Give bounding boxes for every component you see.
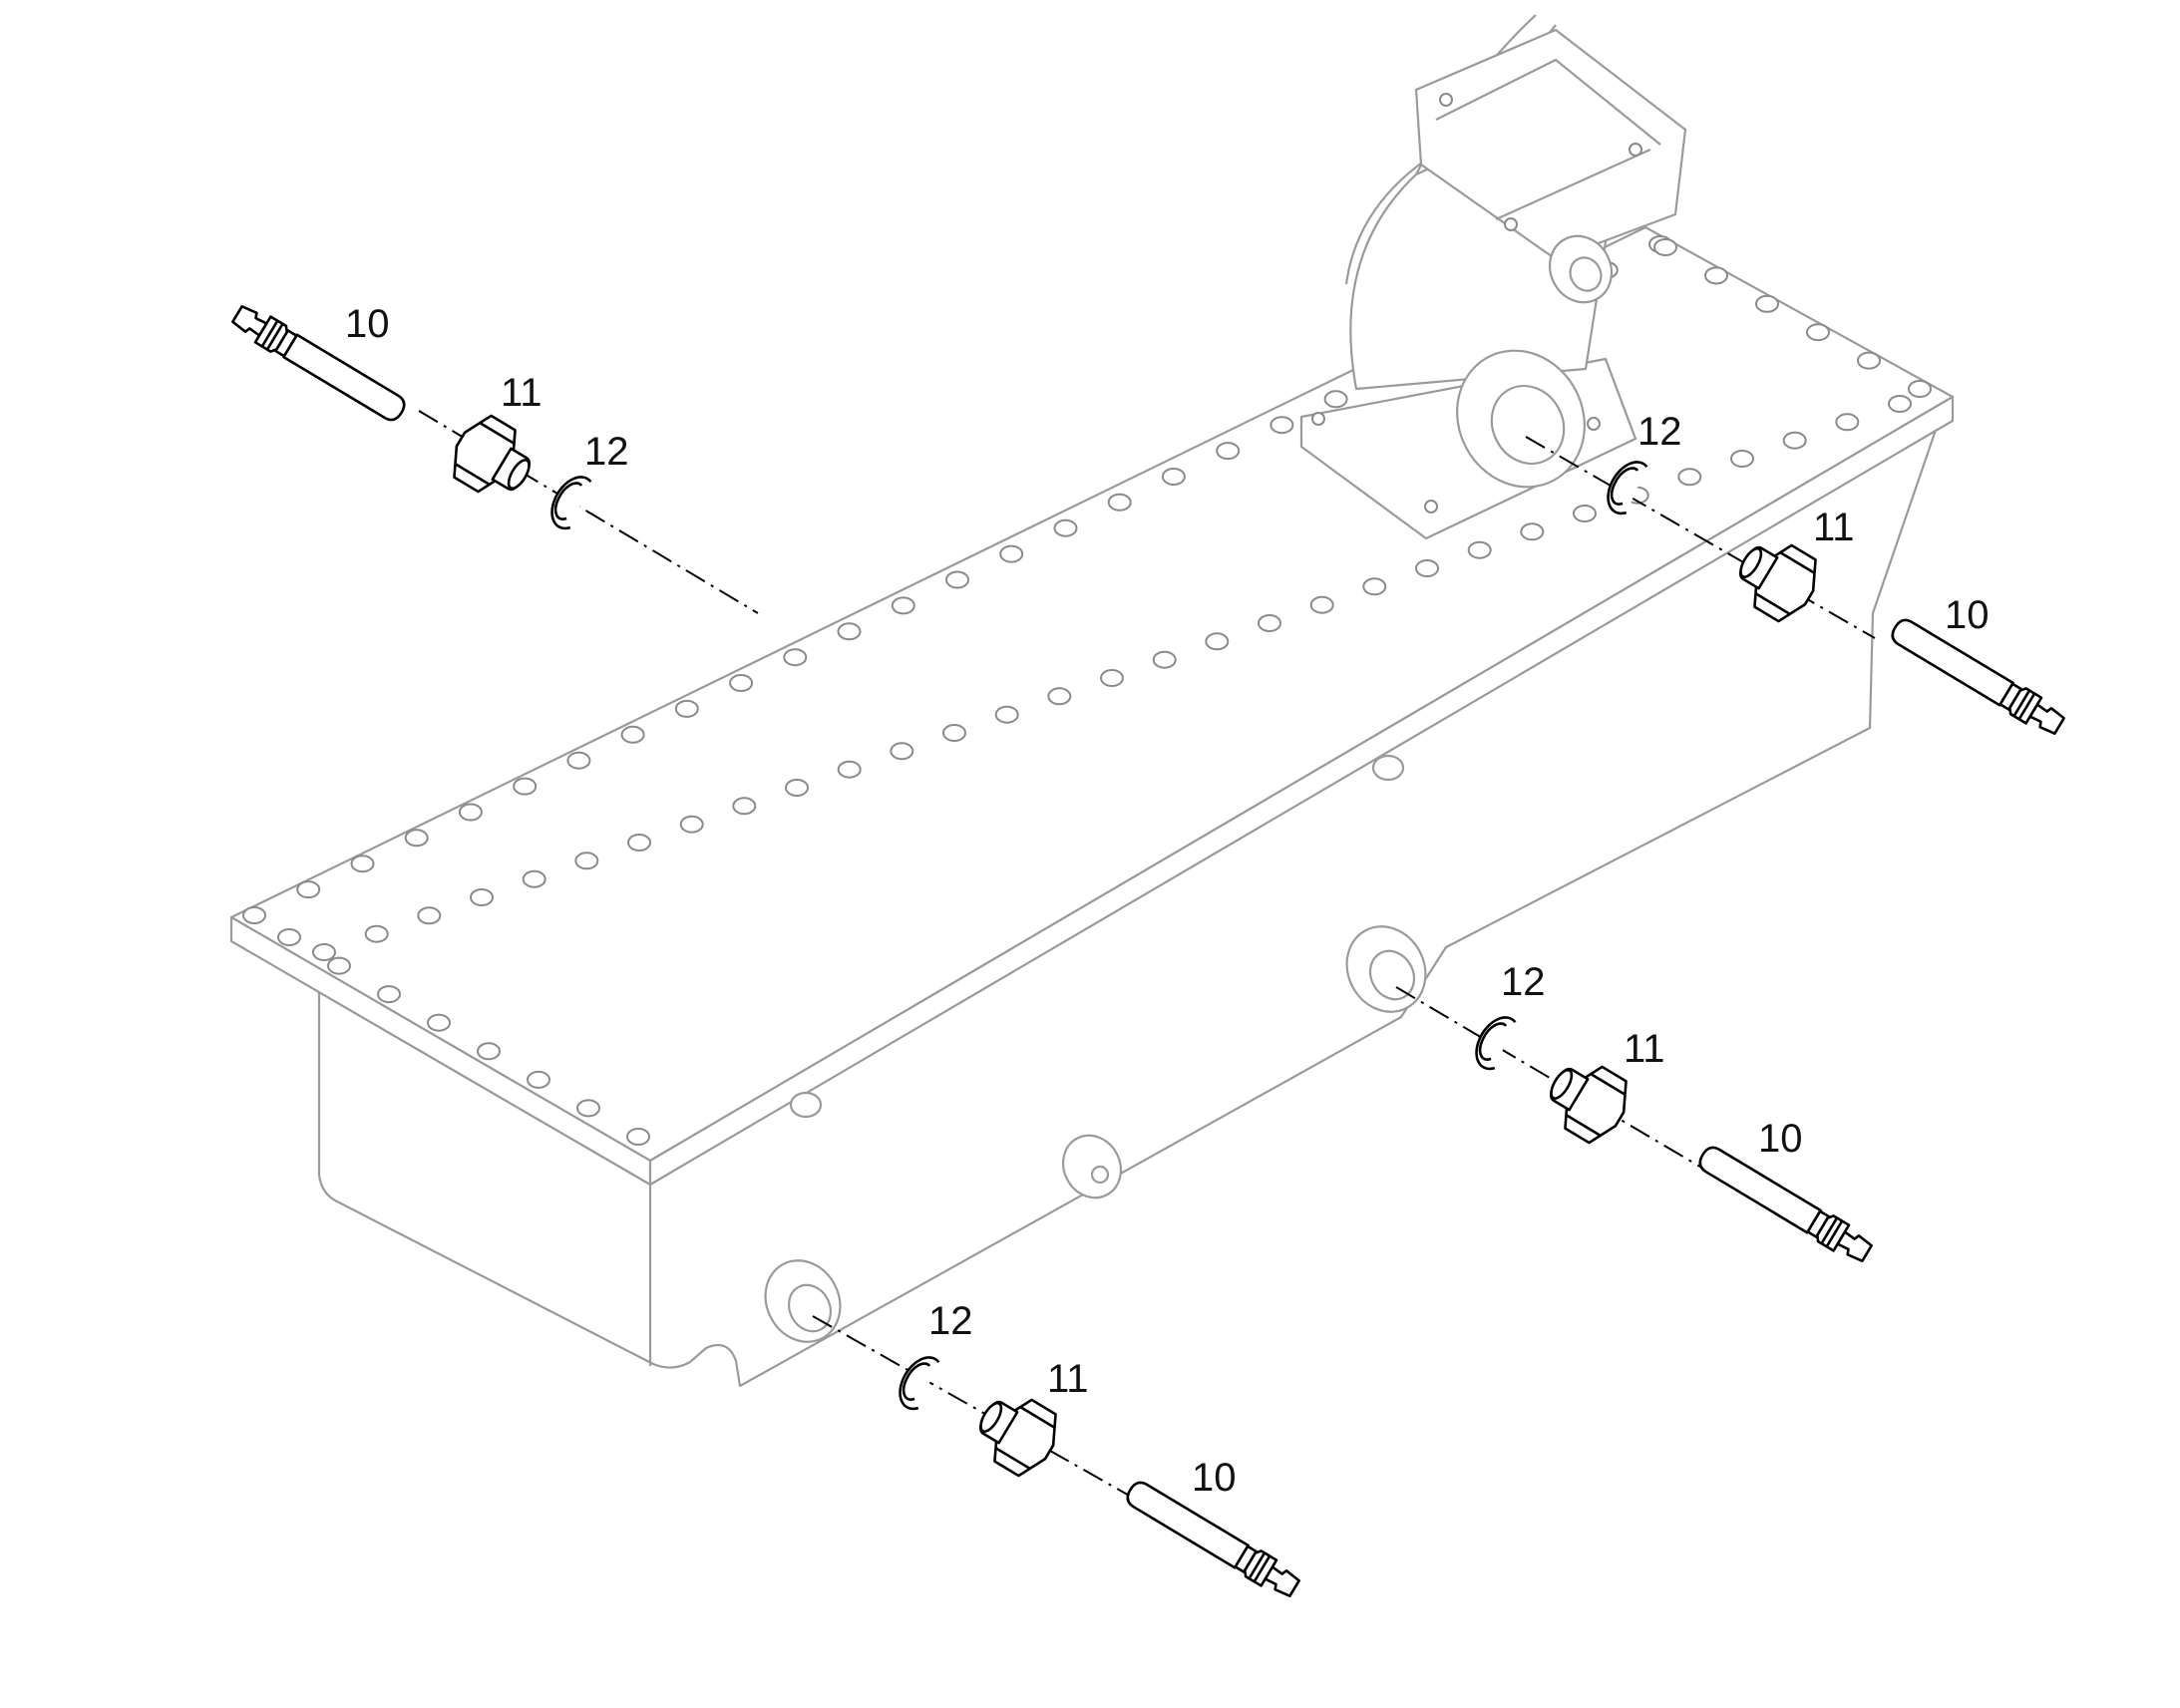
label-12-middle-right: 12 — [1501, 960, 1546, 1004]
bolt-hole — [891, 596, 915, 615]
adapter-top-left — [441, 407, 545, 511]
bolt-hole — [404, 829, 429, 848]
bolt-hole — [522, 869, 546, 888]
bolt-hole — [732, 797, 757, 816]
exhaust-elbow — [1299, 14, 1687, 540]
bolt-hole — [1205, 632, 1230, 651]
label-10-top-right: 10 — [1945, 593, 1990, 637]
bolt-hole — [679, 815, 704, 834]
bolt-hole — [377, 985, 401, 1004]
bolt-hole — [1908, 380, 1932, 398]
bolt-hole — [942, 724, 966, 742]
bolt-hole — [350, 854, 375, 873]
label-10-top-left: 10 — [345, 302, 390, 346]
bolt-hole — [620, 725, 645, 744]
bolt-hole — [890, 742, 914, 761]
bolt-hole — [783, 648, 808, 667]
bolt-hole — [527, 1070, 550, 1089]
callout-labels: 10 11 12 12 11 10 12 11 10 12 11 10 — [345, 302, 1990, 1500]
label-11-top-left: 11 — [501, 371, 543, 415]
part-group-top-left — [227, 299, 598, 533]
housing-ports — [764, 754, 1427, 1343]
bolt-hole — [458, 803, 483, 822]
axis-top-right — [1525, 436, 1876, 639]
bolt-hole — [1107, 493, 1132, 512]
label-10-bottom: 10 — [1192, 1456, 1237, 1500]
bolt-hole — [837, 760, 862, 779]
bolt-hole — [674, 699, 699, 718]
bolt-hole — [427, 1013, 451, 1032]
bolt-hole — [1782, 431, 1807, 450]
axis-top-left — [418, 410, 759, 614]
bolt-hole — [364, 924, 389, 943]
bolt-hole — [1888, 395, 1912, 413]
seal-ring-top-left — [542, 468, 598, 533]
bolt-hole — [1270, 416, 1294, 435]
seal-ring-bottom — [890, 1348, 946, 1414]
port-middle — [1345, 925, 1427, 1013]
bolt-hole — [1100, 669, 1124, 687]
bolt-hole — [994, 705, 1019, 724]
bolt-hole — [1573, 505, 1597, 522]
axis-bottom — [812, 1315, 1148, 1507]
bolt-hole — [296, 880, 321, 899]
part-group-bottom — [890, 1348, 1304, 1603]
bolt-hole — [1309, 595, 1334, 614]
bolt-hole — [785, 779, 809, 797]
bolt-hole — [729, 674, 754, 692]
port-small-plug — [789, 754, 1405, 1199]
label-12-bottom: 12 — [928, 1299, 973, 1343]
bolt-hole — [417, 906, 442, 925]
bolt-hole — [945, 570, 969, 589]
label-12-top-right: 12 — [1637, 410, 1682, 454]
label-11-bottom: 11 — [1047, 1357, 1089, 1401]
bolt-hole — [576, 1099, 600, 1118]
bolt-hole — [566, 751, 591, 770]
bolt-hole — [1047, 687, 1072, 706]
label-11-top-right: 11 — [1813, 506, 1855, 549]
label-11-middle-right: 11 — [1624, 1027, 1665, 1071]
housing-body — [229, 225, 1955, 1388]
bolt-hole — [1152, 650, 1177, 669]
bolt-hole — [277, 928, 301, 946]
bolt-hole — [574, 852, 599, 870]
bolt-hole — [312, 943, 336, 961]
label-12-top-left: 12 — [584, 430, 629, 474]
bolt-hole — [1704, 266, 1728, 285]
bolt-hole — [1323, 390, 1348, 409]
bolt-hole — [1520, 522, 1545, 541]
bolt-hole — [327, 956, 351, 975]
bolt-hole — [1053, 518, 1078, 537]
bolt-hole — [1806, 323, 1830, 342]
bolt-hole — [513, 777, 538, 796]
bolt-hole — [1161, 468, 1186, 486]
bolt-hole — [999, 544, 1024, 563]
bolt-hole — [626, 1128, 650, 1146]
axis-middle-right — [1395, 986, 1726, 1183]
bolt-hole — [1258, 614, 1281, 632]
bolt-hole — [242, 906, 266, 924]
bolt-hole — [1835, 413, 1860, 432]
assembly-axes — [418, 410, 1876, 1507]
label-10-middle-right: 10 — [1758, 1117, 1803, 1161]
bolt-hole — [1755, 294, 1779, 313]
bolt-hole — [1677, 468, 1702, 487]
bolt-hole — [627, 834, 651, 852]
bolt-hole — [1653, 238, 1677, 256]
bolt-hole — [470, 888, 494, 906]
bolt-hole — [1730, 450, 1754, 468]
bolt-hole — [1467, 540, 1492, 559]
bolt-hole — [1362, 577, 1387, 596]
seal-ring-middle-right — [1466, 1008, 1523, 1074]
bolt-hole — [477, 1042, 501, 1061]
bolt-hole — [1857, 351, 1881, 370]
bolt-hole — [837, 622, 862, 641]
bolt-hole — [1216, 442, 1241, 461]
bolt-hole — [1415, 559, 1439, 577]
part-group-middle-right — [1466, 1008, 1877, 1268]
